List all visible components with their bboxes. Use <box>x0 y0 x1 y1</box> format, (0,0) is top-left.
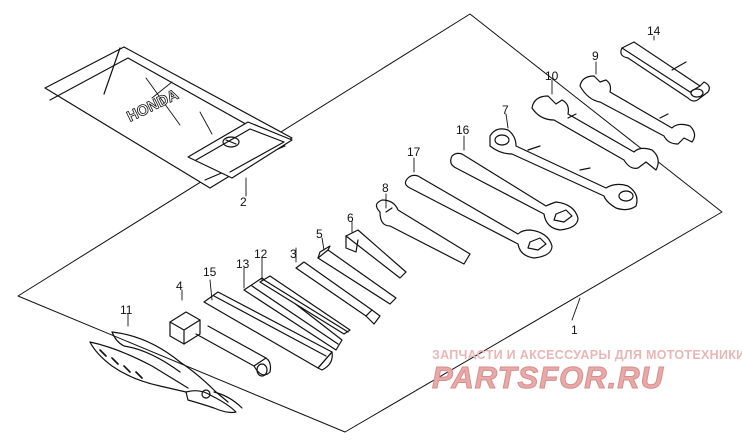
callout-10: 10 <box>545 69 559 83</box>
callout-4: 4 <box>176 279 183 293</box>
hex-wrench-5 <box>317 245 397 305</box>
callout-3: 3 <box>290 247 297 261</box>
callout-15: 15 <box>203 265 217 279</box>
screwdriver-phillips <box>259 275 351 335</box>
watermark-logo: PARTSFOR.RU <box>432 360 665 396</box>
callout-13: 13 <box>236 257 250 271</box>
leader-lines <box>127 35 655 327</box>
tool-bag: HONDA <box>44 46 293 189</box>
box-end-wrench-17 <box>404 174 553 259</box>
callout-6: 6 <box>347 211 354 225</box>
callout-2: 2 <box>240 195 247 209</box>
tool-kit-outline <box>17 13 723 433</box>
open-end-wrench-8 <box>375 199 471 265</box>
callout-12: 12 <box>254 247 268 261</box>
spark-plug-wrench <box>169 311 272 377</box>
callout-5: 5 <box>316 227 323 241</box>
watermark-tagline: ЗАПЧАСТИ И АКСЕССУАРЫ ДЛЯ МОТОТЕХНИКИ <box>432 348 742 362</box>
box-end-wrench-16 <box>450 152 579 231</box>
callout-numbers: 1 2 3 4 5 6 7 8 9 10 11 12 13 14 15 16 1… <box>120 24 661 337</box>
callout-9: 9 <box>592 49 599 63</box>
callout-16: 16 <box>456 123 470 137</box>
screwdriver <box>243 277 343 351</box>
open-end-wrench-9 <box>579 75 696 145</box>
extension-bar <box>295 261 381 325</box>
callout-7: 7 <box>502 103 509 117</box>
open-end-wrench-10 <box>531 95 659 171</box>
callout-14: 14 <box>647 24 661 38</box>
combination-wrench-7 <box>489 128 638 211</box>
callout-11: 11 <box>120 303 133 317</box>
pliers <box>89 331 243 414</box>
callout-8: 8 <box>382 181 389 195</box>
hex-wrench-6 <box>345 229 407 279</box>
callout-1: 1 <box>571 323 578 337</box>
socket-wrench-handle <box>620 41 710 102</box>
screwdriver-grip <box>203 291 333 371</box>
callout-17: 17 <box>407 145 421 159</box>
